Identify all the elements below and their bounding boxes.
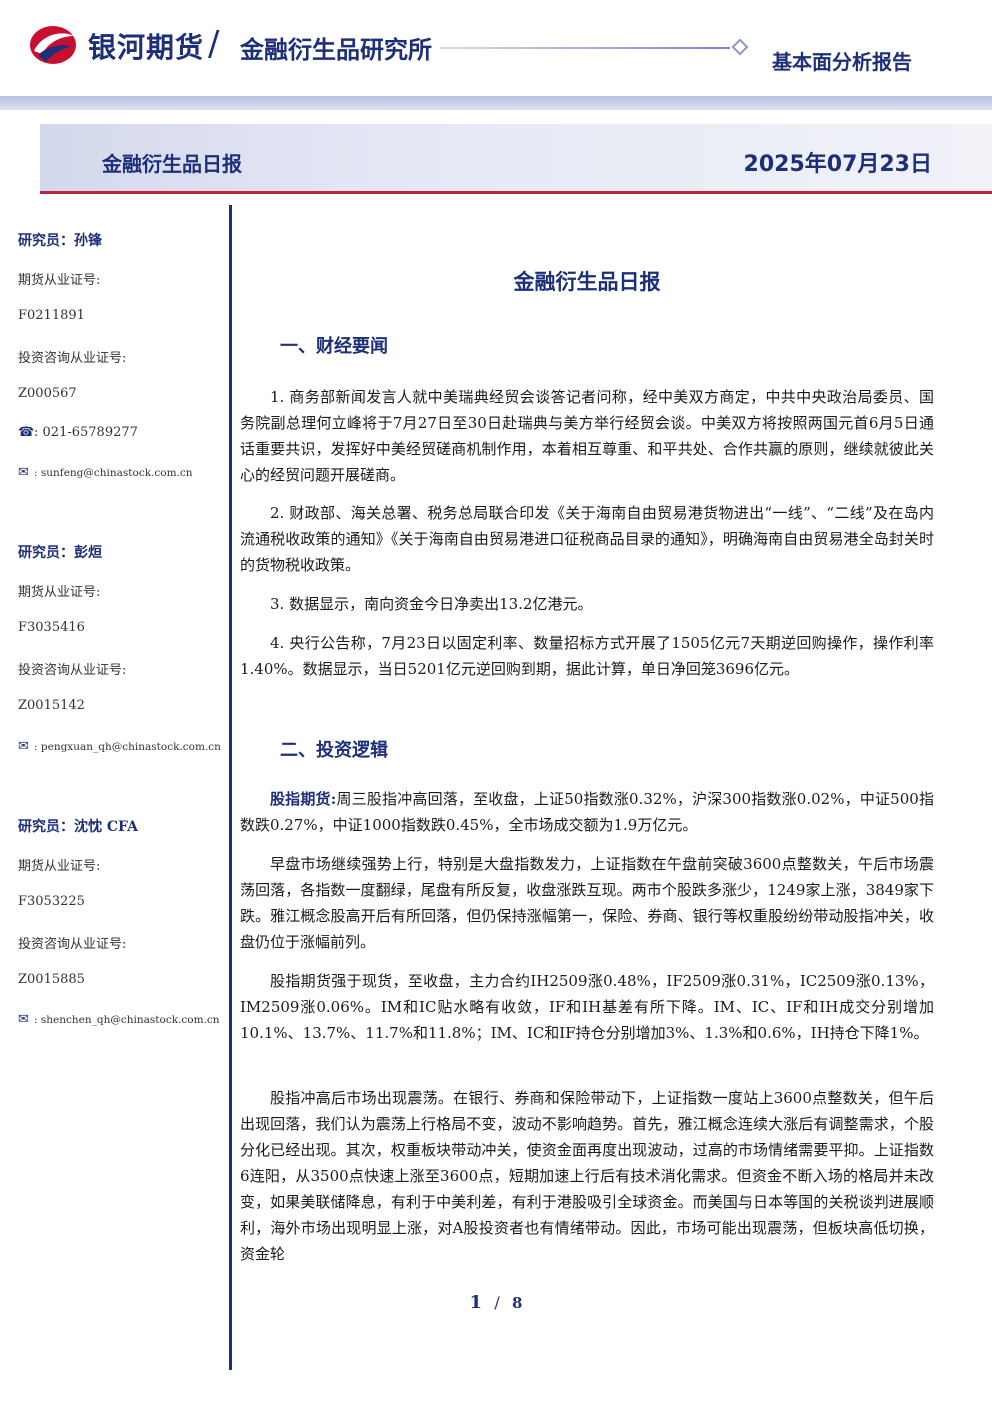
institute-name: 金融衍生品研究所 [240, 36, 432, 64]
section-heading-logic: 二、投资逻辑 [280, 740, 388, 761]
page-header: 银河期货 / 金融衍生品研究所 基本面分析报告 [0, 0, 992, 110]
analyst-name: 研究员：孙锋 [18, 233, 102, 249]
brand-name: 银河期货 [88, 31, 205, 64]
page-number: 1 / 8 [469, 1292, 523, 1313]
email-address[interactable]: sunfeng@chinastock.com.cn [40, 467, 193, 479]
invest-cert-label: 投资咨询从业证号: [18, 937, 127, 952]
section-heading-news: 一、财经要闻 [280, 336, 388, 357]
news-item-4: 4. 央行公告称，7月23日以固定利率、数量招标方式开展了1505亿元7天期逆回… [240, 634, 934, 678]
header-band [0, 96, 992, 110]
phone-icon: ☎ [18, 425, 35, 440]
diamond-icon [731, 38, 749, 56]
futures-cert-number: F0211891 [18, 308, 85, 323]
analyst-name: 研究员：彭烜 [18, 545, 102, 561]
futures-cert-label: 期货从业证号: [18, 273, 101, 288]
report-banner: 金融衍生品日报 2025年07月23日 [40, 124, 992, 194]
invest-cert-number: Z0015142 [18, 698, 85, 713]
invest-cert-number: Z000567 [18, 386, 77, 401]
futures-cert-label: 期货从业证号: [18, 859, 101, 874]
news-item-1: 1. 商务部新闻发言人就中美瑞典经贸会谈答记者问称，经中美双方商定，中共中央政治… [240, 388, 934, 484]
banner-title: 金融衍生品日报 [102, 152, 242, 176]
header-decor-line [440, 47, 730, 49]
phone-number: 021-65789277 [42, 425, 138, 440]
current-page: 1 [469, 1292, 483, 1313]
total-pages: 8 [512, 1294, 523, 1312]
brand-separator: / [208, 24, 220, 64]
invest-cert-label: 投资咨询从业证号: [18, 351, 127, 366]
invest-cert-label: 投资咨询从业证号: [18, 663, 127, 678]
yinhe-logo-icon [30, 26, 76, 64]
logic-paragraph-3: 股指期货强于现货，至收盘，主力合约IH2509涨0.48%，IF2509涨0.3… [240, 972, 934, 1042]
banner-date: 2025年07月23日 [743, 152, 932, 177]
email-address[interactable]: pengxuan_qh@chinastock.com.cn [40, 741, 221, 753]
sidebar-divider [229, 205, 232, 1370]
futures-cert-number: F3035416 [18, 620, 85, 635]
report-type: 基本面分析报告 [772, 50, 912, 74]
mail-icon: ✉ [18, 465, 29, 480]
news-item-3: 3. 数据显示，南向资金今日净卖出13.2亿港元。 [270, 595, 593, 613]
email-address[interactable]: shenchen_qh@chinastock.com.cn [40, 1014, 220, 1026]
futures-cert-number: F3053225 [18, 894, 85, 909]
logic-paragraph-1: 股指期货:周三股指冲高回落，至收盘，上证50指数涨0.32%，沪深300指数涨0… [240, 790, 934, 834]
email-line[interactable]: ✉: pengxuan_qh@chinastock.com.cn [18, 739, 221, 754]
stock-index-futures-label: 股指期货: [270, 790, 337, 808]
email-line[interactable]: ✉: shenchen_qh@chinastock.com.cn [18, 1012, 220, 1027]
futures-cert-label: 期货从业证号: [18, 585, 101, 600]
logic-paragraph-2: 早盘市场继续强势上行，特别是大盘指数发力，上证指数在午盘前突破3600点整数关，… [240, 855, 934, 951]
news-item-2: 2. 财政部、海关总署、税务总局联合印发《关于海南自由贸易港货物进出“一线”、“… [240, 504, 934, 574]
logic-paragraph-4: 股指冲高后市场出现震荡。在银行、券商和保险带动下，上证指数一度站上3600点整数… [240, 1089, 934, 1263]
email-line[interactable]: ✉: sunfeng@chinastock.com.cn [18, 465, 193, 480]
mail-icon: ✉ [18, 739, 29, 754]
mail-icon: ✉ [18, 1012, 29, 1027]
phone-line: ☎: 021-65789277 [18, 425, 138, 440]
invest-cert-number: Z0015885 [18, 972, 85, 987]
analyst-name: 研究员：沈忱 CFA [18, 819, 138, 835]
document-title: 金融衍生品日报 [513, 270, 661, 294]
